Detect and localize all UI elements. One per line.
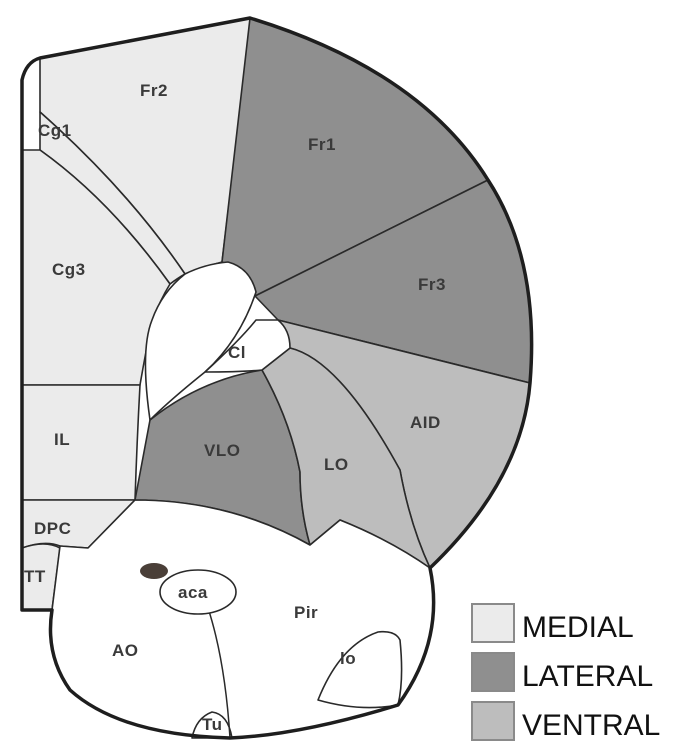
label-lo-small: lo [340,649,356,668]
label-fr1: Fr1 [308,135,336,154]
label-fr2: Fr2 [140,81,168,100]
label-ao: AO [112,641,139,660]
legend-swatch-lateral [472,653,514,691]
label-fr3: Fr3 [418,275,446,294]
dark-spot [140,563,168,579]
legend-label-ventral: VENTRAL [522,709,660,742]
label-vlo: VLO [204,441,240,460]
label-cg1: Cg1 [38,121,72,140]
legend-swatch-medial [472,604,514,642]
legend-label-lateral: LATERAL [522,660,653,693]
legend-swatch-ventral [472,702,514,740]
legend: MEDIAL LATERAL VENTRAL [472,604,660,742]
label-cg3: Cg3 [52,260,86,279]
label-cl: Cl [228,343,246,362]
label-aid: AID [410,413,441,432]
label-dpc: DPC [34,519,71,538]
legend-label-medial: MEDIAL [522,611,634,644]
label-il: IL [54,430,70,449]
label-aca: aca [178,583,208,602]
label-pir: Pir [294,603,318,622]
label-lo: LO [324,455,349,474]
label-tu: Tu [202,715,223,734]
region-il [22,385,140,500]
label-tt: TT [24,567,46,586]
